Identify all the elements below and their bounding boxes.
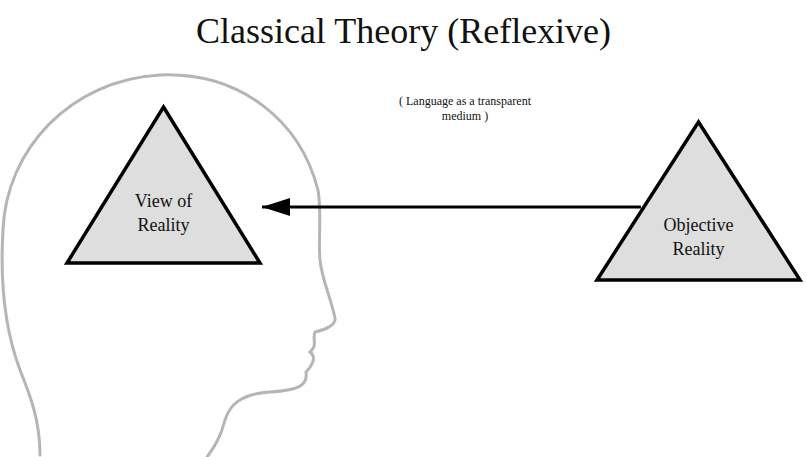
triangle-shape <box>65 105 262 265</box>
diagram-title: Classical Theory (Reflexive) <box>0 10 807 52</box>
node-text: View of Reality <box>118 189 210 237</box>
head-outline <box>2 75 335 457</box>
triangle-node: Objective Reality <box>595 120 802 282</box>
node-text: Objective Reality <box>649 213 749 261</box>
triangle-node: View of Reality <box>65 105 262 265</box>
triangle-outline <box>597 122 800 280</box>
edge-label: ( Language as a transparent medium ) <box>380 93 551 125</box>
triangle-outline <box>67 107 260 263</box>
arrow-connector <box>262 206 641 209</box>
